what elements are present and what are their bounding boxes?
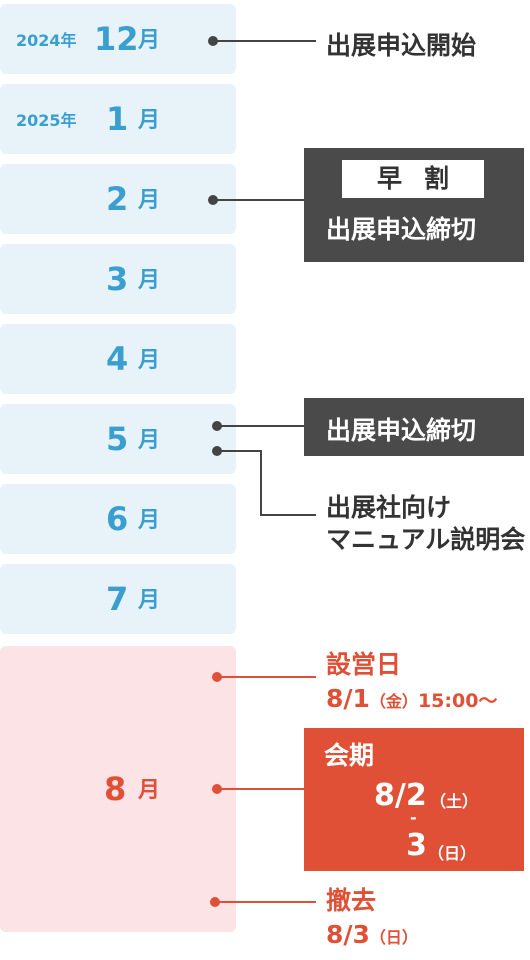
setup-time: 15:00〜 — [417, 690, 498, 712]
setup-date: 8/1 — [326, 684, 370, 713]
month-unit: 月 — [138, 268, 161, 293]
session-end-date: 3 — [406, 828, 427, 863]
month-aug: 8 月 — [0, 646, 236, 932]
month-unit: 月 — [138, 348, 161, 373]
deadline-label: 出展申込締切 — [326, 215, 477, 244]
month-mar: 3 月 — [0, 244, 236, 314]
month-jun: 6 月 — [0, 484, 236, 554]
month-apr: 4 月 — [0, 324, 236, 394]
month-may: 5 月 — [0, 404, 236, 474]
month-unit: 月 — [138, 188, 161, 213]
session-separator: - — [410, 808, 417, 827]
teardown-date-row: 8/3（日） — [326, 918, 418, 955]
month-number: 12 — [94, 20, 139, 58]
month-unit: 月 — [138, 108, 161, 133]
month-number: 3 — [106, 260, 129, 298]
month-unit: 月 — [138, 428, 161, 453]
month-jul: 7 月 — [0, 564, 236, 634]
connector-line — [260, 514, 316, 516]
connector-line — [215, 901, 316, 903]
deadline-label: 出展申込締切 — [326, 416, 477, 445]
teardown-title: 撤去 — [326, 886, 377, 915]
year-label: 2025年 — [16, 111, 77, 130]
year-label: 2024年 — [16, 31, 77, 50]
month-number: 4 — [106, 340, 129, 378]
manual-briefing-line1: 出展社向け — [326, 493, 452, 522]
setup-date-row: 8/1（金）15:00〜 — [326, 682, 497, 719]
early-bird-deadline-box: 早割 出展申込締切 — [304, 148, 524, 262]
teardown-day-of-week: （日） — [369, 928, 418, 947]
event-teardown: 撤去 8/3（日） — [326, 884, 418, 955]
month-jan: 2025年 1 月 — [0, 84, 236, 154]
month-number: 1 — [106, 100, 129, 138]
early-bird-badge: 早割 — [342, 160, 484, 198]
session-start-day-of-week: （土） — [430, 792, 479, 811]
connector-line — [213, 40, 316, 42]
connector-line — [260, 450, 262, 516]
connector-line — [217, 676, 316, 678]
connector-line — [217, 450, 262, 452]
session-title: 会期 — [324, 741, 375, 770]
month-number: 7 — [106, 580, 129, 618]
event-setup: 設営日 8/1（金）15:00〜 — [326, 648, 497, 719]
month-unit: 月 — [138, 28, 161, 53]
setup-title: 設営日 — [326, 650, 402, 679]
month-number: 2 — [106, 180, 129, 218]
month-number: 5 — [106, 420, 129, 458]
event-application-start: 出展申込開始 — [326, 31, 477, 60]
teardown-date: 8/3 — [326, 920, 370, 949]
month-feb: 2 月 — [0, 164, 236, 234]
session-end-day-of-week: （日） — [428, 844, 477, 863]
month-number: 6 — [106, 500, 129, 538]
month-unit: 月 — [138, 508, 161, 533]
month-unit: 月 — [138, 588, 161, 613]
connector-line — [213, 199, 305, 201]
month-dec: 2024年 12 月 — [0, 4, 236, 74]
month-number: 8 — [104, 770, 127, 808]
connector-line — [217, 425, 305, 427]
connector-line — [217, 788, 305, 790]
final-deadline-box: 出展申込締切 — [304, 398, 524, 456]
event-manual-briefing: 出展社向け マニュアル説明会 — [326, 492, 525, 556]
session-start-date: 8/2 — [374, 778, 427, 813]
manual-briefing-line2: マニュアル説明会 — [326, 525, 526, 554]
setup-day-of-week: （金） — [369, 692, 418, 711]
month-unit: 月 — [138, 778, 161, 803]
session-period-box: 会期 8/2 （土） - 3 （日） — [304, 728, 524, 871]
